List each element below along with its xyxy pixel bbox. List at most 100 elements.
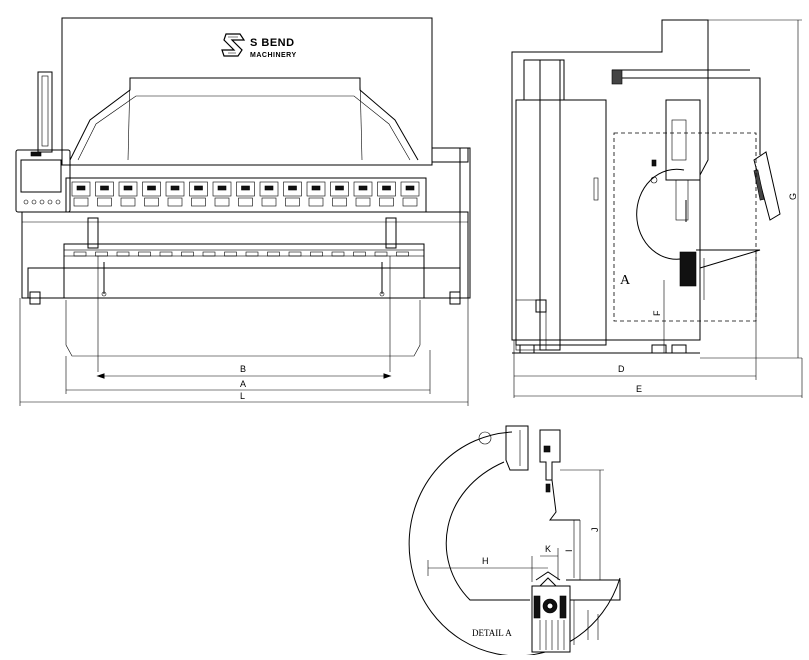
clamp-bolt — [76, 185, 86, 191]
clamp-block — [259, 181, 279, 197]
die-segment — [353, 251, 366, 257]
clamp-block — [377, 181, 396, 197]
clamp-block — [283, 181, 302, 197]
clamp-plate — [332, 197, 347, 207]
clamp-plate — [144, 197, 159, 207]
clamp-bolt — [405, 185, 415, 191]
die-segment — [138, 251, 151, 257]
die-segment — [288, 251, 302, 257]
die-segment — [374, 251, 388, 257]
clamp-bolt — [358, 185, 368, 191]
side-view: A F G D E — [511, 19, 803, 398]
dim-A-label: A — [240, 379, 246, 389]
clamp-plate — [402, 197, 418, 207]
detail-title: DETAIL A — [472, 628, 512, 638]
clamp-block — [400, 181, 420, 197]
logo-brand-text: S BEND — [250, 37, 295, 49]
die-segment — [267, 251, 280, 257]
clamp-block — [189, 181, 208, 197]
clamp-block — [118, 181, 138, 197]
dimension-A: A — [65, 350, 431, 394]
clamp-block — [95, 181, 114, 197]
clamp-bolt — [311, 185, 321, 191]
clamp-bolt — [288, 185, 297, 191]
detail-boundary — [613, 132, 757, 322]
clamp-bolt — [382, 185, 391, 191]
die-segment — [331, 251, 345, 257]
clamp-block — [142, 181, 161, 197]
clamp-bolt — [147, 185, 156, 191]
clamp-bolt — [123, 185, 133, 191]
upper-frame-outline — [61, 17, 433, 166]
detail-view: H K I J DETAIL A — [408, 425, 621, 657]
clamp-plate — [261, 197, 277, 207]
dimension-G: G — [700, 19, 802, 359]
clamp-plate — [355, 197, 371, 207]
die-segment — [245, 251, 259, 257]
control-screen — [20, 159, 62, 193]
v-die — [535, 571, 561, 581]
dimension-B: B — [96, 364, 392, 379]
clamp-block — [353, 181, 373, 197]
dim-B-label: B — [240, 364, 246, 374]
clamp-block — [330, 181, 349, 197]
dimension-K: K — [540, 544, 559, 580]
clamp-block — [306, 181, 326, 197]
dim-L-label: L — [240, 391, 245, 401]
clamp-bolt — [217, 185, 227, 191]
dimension-E: E — [514, 358, 803, 398]
die-segment — [181, 251, 194, 257]
left-cylinder — [37, 71, 53, 153]
lower-die — [679, 251, 697, 287]
dim-G-label: G — [788, 193, 798, 200]
clamp-plate — [73, 197, 89, 207]
machine-body — [21, 211, 469, 299]
dim-I-label: I — [564, 549, 574, 552]
clamp-plate — [120, 197, 136, 207]
throat-curve — [636, 168, 687, 260]
dimension-J: J — [590, 470, 601, 580]
dim-F-label: F — [652, 310, 662, 316]
die-segment — [95, 251, 108, 257]
clamp-plate — [191, 197, 206, 207]
dim-E-label: E — [636, 384, 642, 394]
detail-circle — [408, 431, 621, 657]
s-bend-logo-icon — [221, 33, 246, 57]
front-view: B A L S BEND MACHINERY — [15, 17, 471, 406]
clamp-bolt — [170, 185, 180, 191]
clamp-block — [236, 181, 255, 197]
clamp-bolt — [100, 185, 109, 191]
clamp-plate — [285, 197, 300, 207]
die-segment — [310, 251, 323, 257]
clamp-plate — [379, 197, 394, 207]
dimension-D: D — [513, 250, 757, 398]
clamp-array — [71, 181, 420, 207]
ram-contour — [69, 77, 419, 161]
clamp-plate — [308, 197, 324, 207]
clamp-plate — [214, 197, 230, 207]
clamp-block — [212, 181, 232, 197]
dimension-H: H — [427, 556, 548, 582]
die-segment — [159, 251, 173, 257]
die-segment — [202, 251, 216, 257]
dim-D-label: D — [618, 364, 625, 374]
die-segment — [73, 251, 87, 257]
logo-sub-text: MACHINERY — [250, 52, 297, 59]
control-buttons — [23, 199, 61, 205]
clamp-block — [165, 181, 185, 197]
pendant-control — [753, 151, 781, 221]
die-segment — [224, 251, 237, 257]
side-frame-outline — [511, 19, 709, 341]
clamp-bolt — [241, 185, 250, 191]
die-segments — [73, 251, 409, 257]
clamp-block — [71, 181, 91, 197]
dimension-I: I — [564, 520, 575, 578]
clamp-plate — [167, 197, 183, 207]
dim-H-label: H — [482, 556, 489, 566]
die-segment — [116, 251, 130, 257]
clamp-bolt — [264, 185, 274, 191]
die-segment — [396, 251, 409, 257]
dimension-F: F — [652, 280, 665, 353]
clamp-plate — [238, 197, 253, 207]
